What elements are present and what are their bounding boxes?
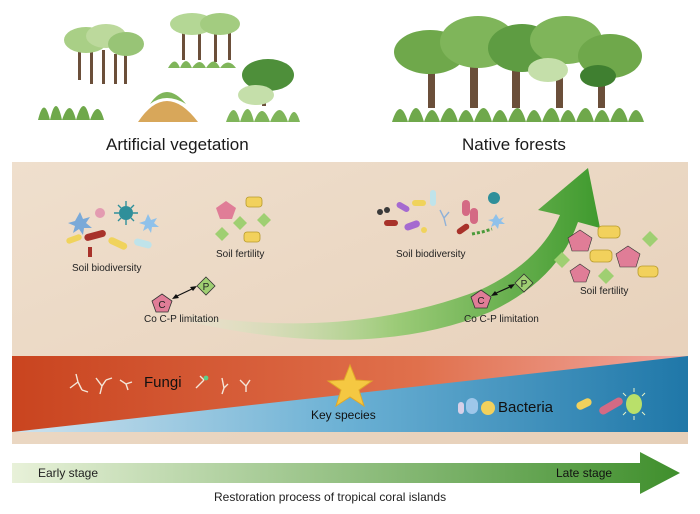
bacteria-label: Bacteria <box>498 399 554 416</box>
timeline-start-label: Early stage <box>38 466 99 480</box>
late-cp-nutrients: C P <box>470 273 534 309</box>
bacteria-icons <box>458 388 646 420</box>
late-microbes <box>377 190 505 236</box>
late-fertility-label: Soil fertility <box>580 286 629 297</box>
restoration-arrow <box>190 168 600 340</box>
early-fertility-label: Soil fertility <box>216 249 265 260</box>
late-fertility-shapes <box>554 225 659 284</box>
artificial-tree-group-1 <box>64 24 144 84</box>
artificial-tree-group-3 <box>226 59 300 122</box>
key-species-label: Key species <box>311 408 376 422</box>
early-limitation-label: Co C-P limitation <box>144 314 219 325</box>
vegetation-illustrations <box>38 13 644 122</box>
early-biodiversity-label: Soil biodiversity <box>72 263 142 274</box>
grass-tuft-left <box>38 106 104 120</box>
early-cp-nutrients: C P <box>151 276 216 313</box>
heading-native-forests: Native forests <box>462 135 566 154</box>
late-phosphorus-symbol: P <box>521 279 528 290</box>
early-microbes <box>66 201 159 257</box>
mound <box>138 92 198 122</box>
timeline-caption: Restoration process of tropical coral is… <box>214 490 447 504</box>
late-carbon-symbol: C <box>477 296 484 307</box>
early-phosphorus-symbol: P <box>203 282 210 293</box>
timeline-end-label: Late stage <box>556 466 613 480</box>
fungi-label: Fungi <box>144 374 182 391</box>
native-forest <box>392 16 644 122</box>
early-fertility-shapes <box>215 196 271 243</box>
fungi-icons <box>69 373 251 395</box>
late-biodiversity-label: Soil biodiversity <box>396 249 466 260</box>
key-species-star-icon <box>326 363 374 408</box>
fungi-spore <box>203 375 209 381</box>
artificial-tree-group-2 <box>168 13 240 68</box>
early-carbon-symbol: C <box>158 300 165 311</box>
late-limitation-label: Co C-P limitation <box>464 314 539 325</box>
heading-artificial-vegetation: Artificial vegetation <box>106 135 249 154</box>
timeline-arrow <box>12 452 680 494</box>
